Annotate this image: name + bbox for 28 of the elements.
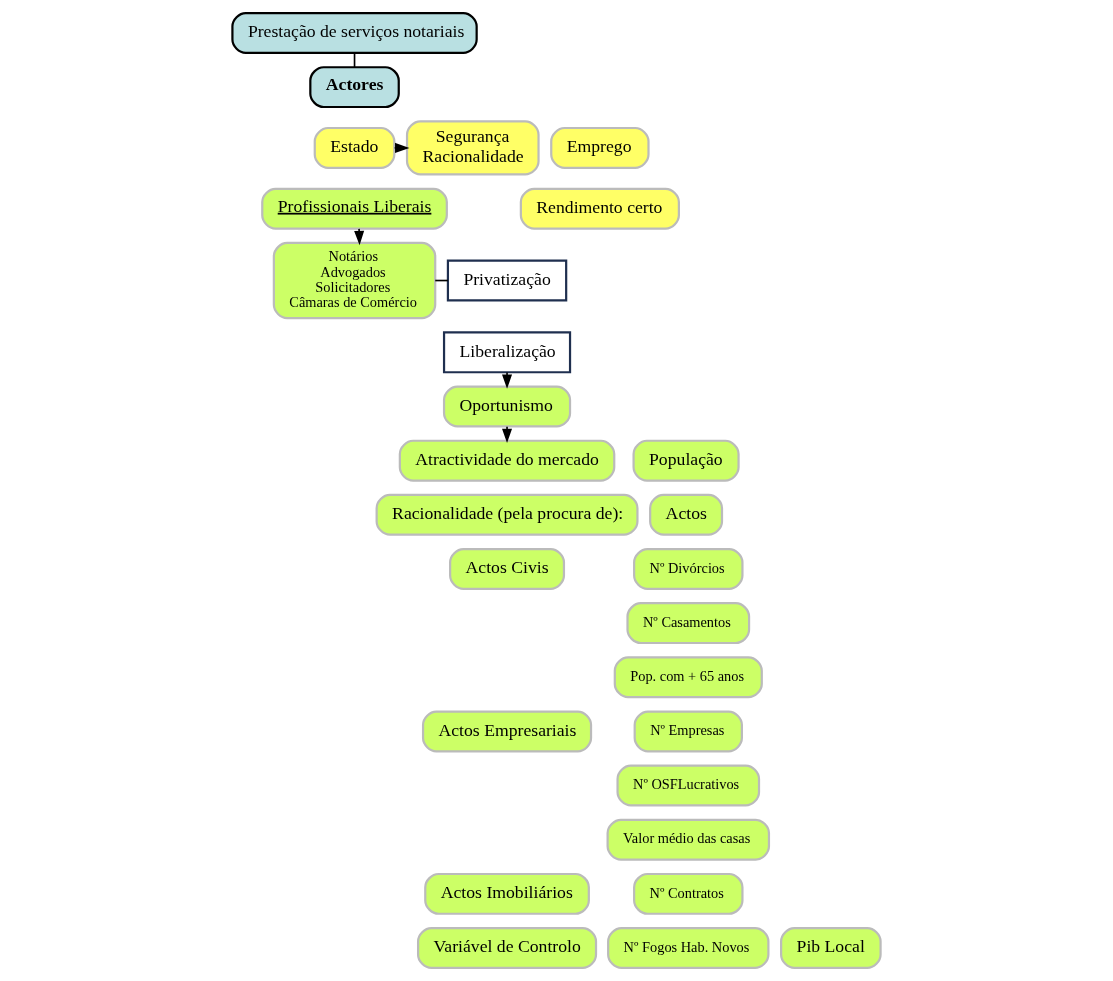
node-box: Rendimento certo [519, 187, 680, 230]
node-box: Actos Imobiliários [424, 872, 590, 915]
node-box: Actos Empresariais [421, 710, 593, 753]
node-box: Valor médio das casas [606, 818, 771, 861]
node-box: Emprego [550, 126, 650, 169]
arrow [502, 425, 513, 444]
node-box: Pop. com + 65 anos [613, 656, 763, 699]
node-box: Nº Contratos [633, 872, 744, 915]
node-box: Pib Local [780, 927, 882, 970]
node-box: Nº Divórcios [633, 547, 744, 590]
node-box: Nº Empresas [633, 710, 743, 753]
node-box: Notários Advogados Solicitadores Câmaras de Comércio [272, 241, 437, 320]
node-box: Segurança Racionalidade [405, 120, 540, 176]
node-box: Atractividade do mercado [398, 439, 616, 482]
node-box: Nº Casamentos [626, 602, 751, 645]
node-box: Oportunismo [442, 385, 572, 428]
node-box: Privatização [446, 259, 568, 302]
node-box: Actos [649, 493, 724, 536]
node-box: Prestação de serviços notariais [231, 11, 478, 54]
node-box: Actores [309, 66, 400, 109]
node-box: Profissionais Liberais [261, 187, 448, 230]
node-box: Variável de Controlo [416, 927, 598, 970]
node-box: População [632, 439, 740, 482]
node-box: Racionalidade (pela procura de): [375, 493, 639, 536]
node-box: Nº Fogos Hab. Novos [607, 927, 770, 970]
node-box: Actos Civis [449, 547, 566, 590]
node-box: Nº OSFLucrativos [616, 764, 761, 807]
arrow [354, 228, 365, 246]
